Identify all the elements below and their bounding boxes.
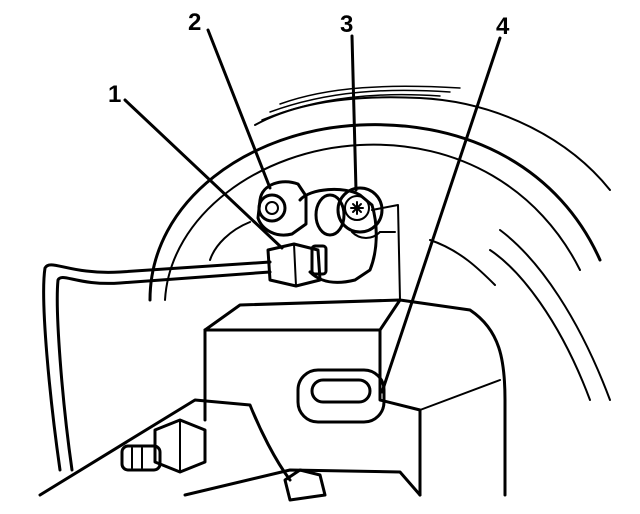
brake-line-fitting <box>266 242 328 288</box>
bleeder-valve <box>256 180 308 237</box>
leader-line-4 <box>380 36 502 394</box>
callout-3: 3 <box>340 11 353 38</box>
leader-line-1 <box>123 98 284 250</box>
leader-line-2 <box>206 28 272 190</box>
inspection-slot <box>296 368 386 424</box>
stud-nut <box>120 418 207 474</box>
mounting-bolt <box>336 186 384 239</box>
callout-2: 2 <box>188 9 201 36</box>
callout-1: 1 <box>108 81 121 108</box>
drum-outline <box>148 85 611 401</box>
leader-line-3 <box>350 34 358 192</box>
leader-lines <box>123 28 502 394</box>
brake-line <box>42 260 272 472</box>
callout-4: 4 <box>496 13 510 40</box>
lower-bracket <box>38 398 422 502</box>
backing-plate <box>203 298 507 497</box>
stud-nut-lower <box>283 468 327 502</box>
